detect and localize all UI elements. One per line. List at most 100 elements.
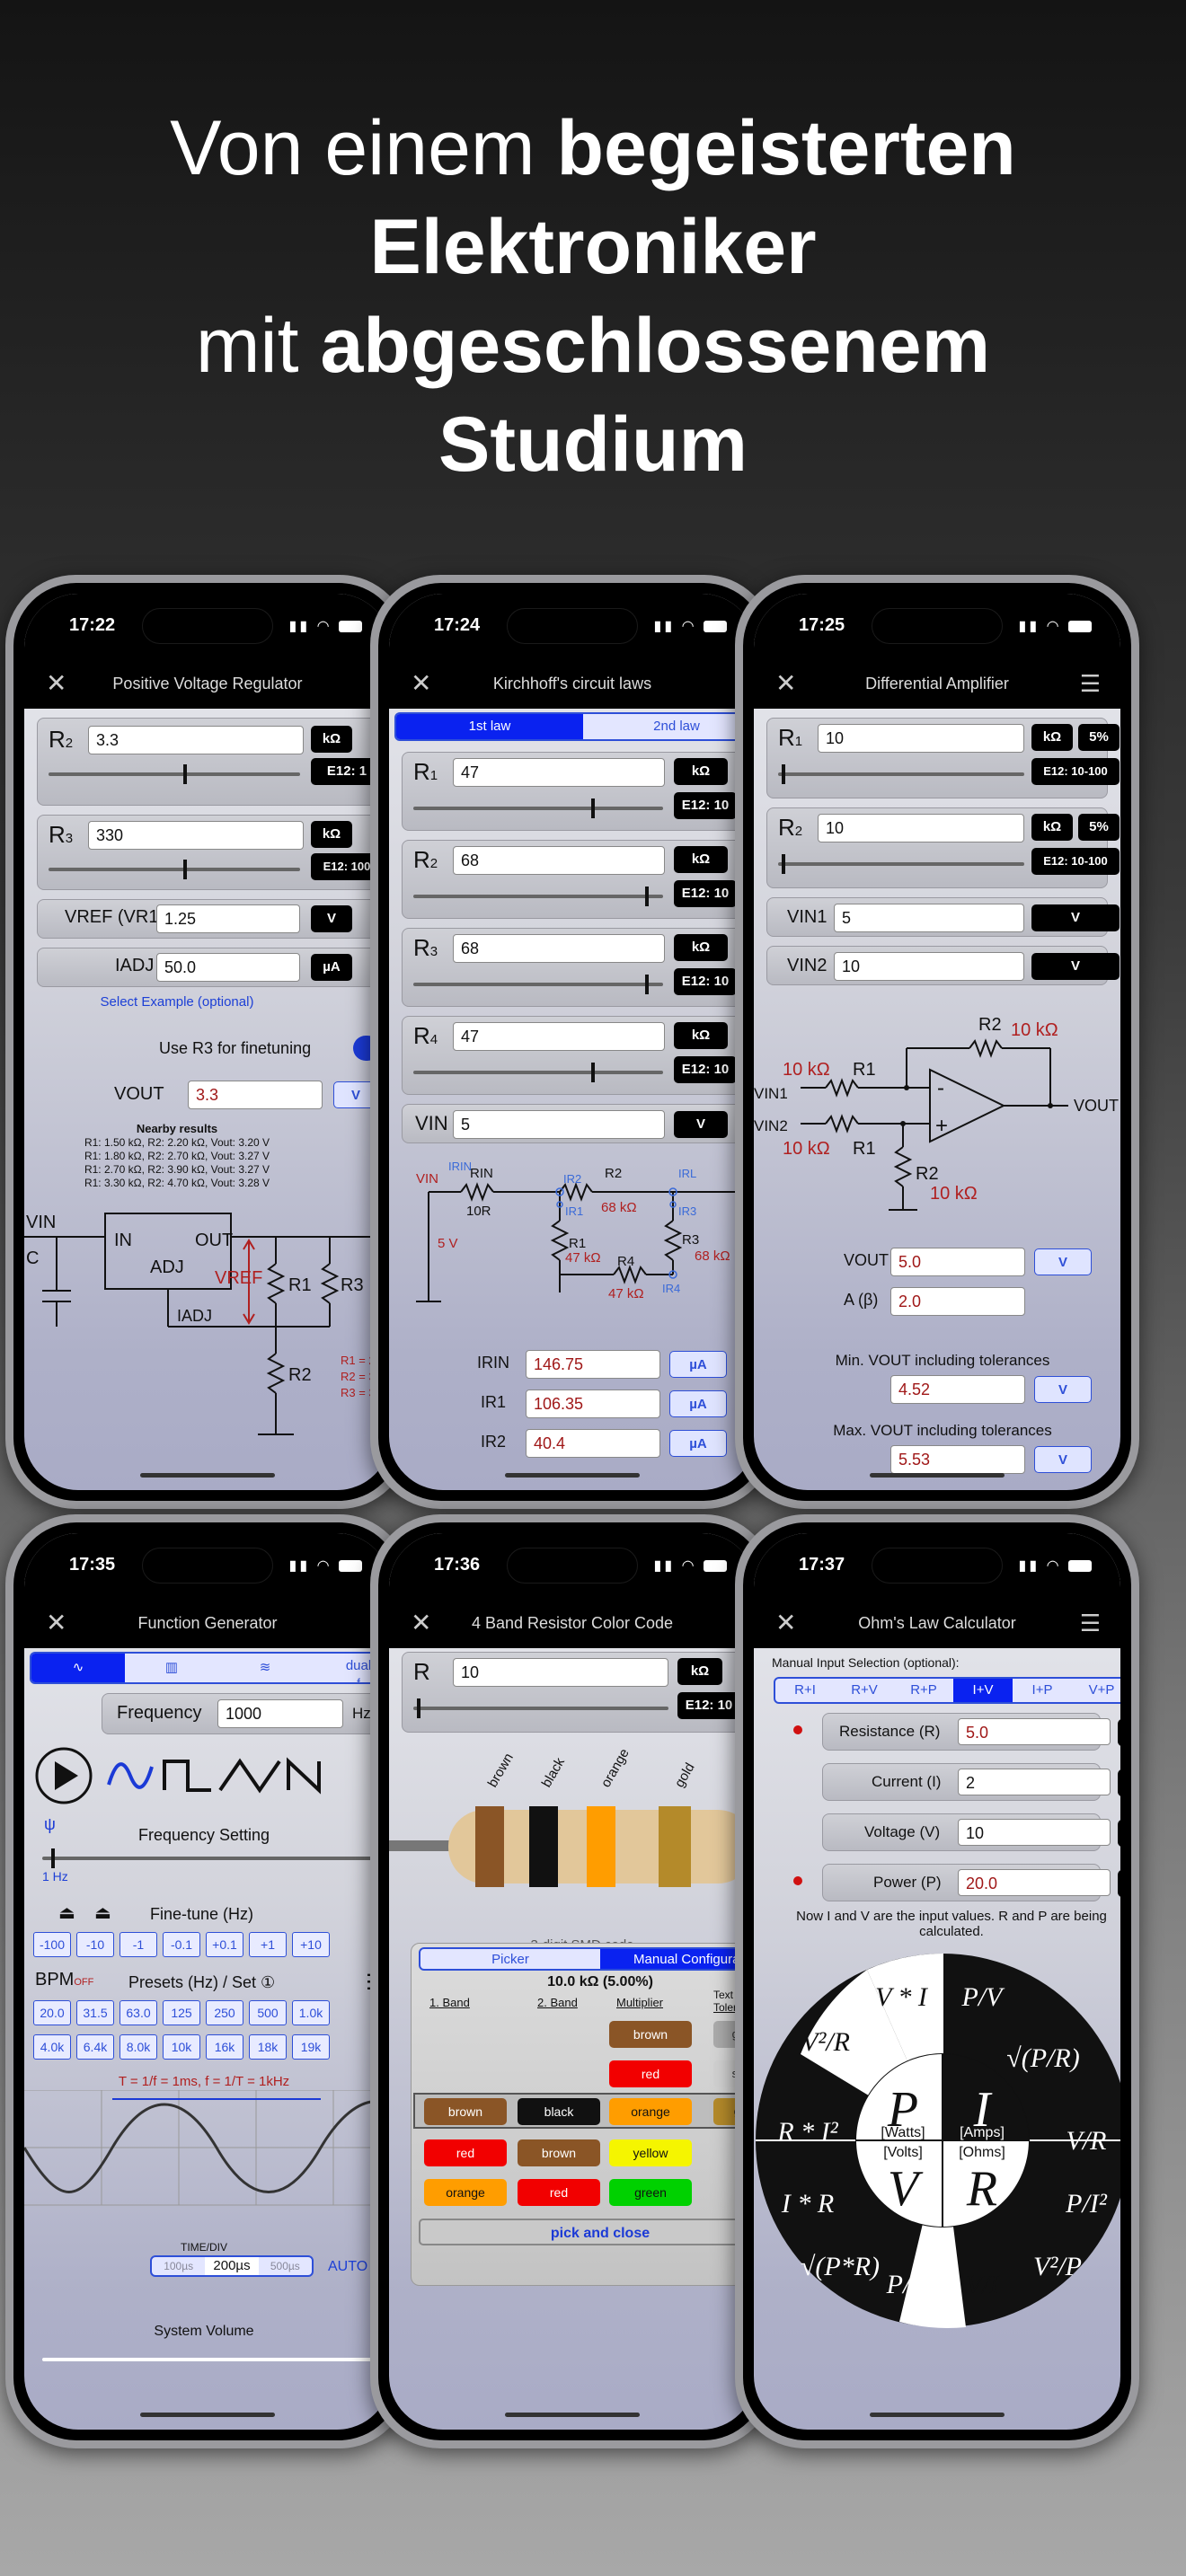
r3-unit-button[interactable]: kΩ	[674, 934, 728, 961]
close-icon[interactable]: ✕	[411, 1609, 432, 1636]
close-icon[interactable]: ✕	[411, 669, 432, 697]
sawtooth-wave-icon[interactable]	[287, 1757, 321, 1795]
triangle-wave-icon[interactable]	[218, 1758, 281, 1794]
r1-input[interactable]: 10	[818, 724, 1024, 753]
preset-button[interactable]: 125	[163, 2000, 200, 2025]
preset-button[interactable]: 18k	[249, 2034, 287, 2060]
close-icon[interactable]: ✕	[775, 1609, 797, 1636]
r2-input[interactable]: 3.3	[88, 726, 304, 754]
preset-button[interactable]: 500	[249, 2000, 287, 2025]
bpm-toggle[interactable]: BPMOFF	[35, 1970, 94, 1989]
tab-i-p[interactable]: I+P	[1031, 1682, 1053, 1698]
menu-icon[interactable]: ☰	[1079, 1610, 1101, 1636]
tab-noise-icon[interactable]: ≋	[259, 1660, 271, 1675]
band-option[interactable]: orange	[424, 2179, 507, 2206]
band-2-selected[interactable]: black	[518, 2098, 600, 2125]
power-unit-button[interactable]: W	[1118, 1870, 1120, 1897]
multiplier-option[interactable]: green	[609, 2179, 692, 2206]
close-icon[interactable]: ✕	[775, 669, 797, 697]
preset-button[interactable]: 19k	[292, 2034, 330, 2060]
timediv-option[interactable]: 500µs	[270, 2260, 300, 2272]
tab-2nd-law[interactable]: 2nd law	[653, 719, 700, 734]
iadj-unit-button[interactable]: µA	[311, 954, 352, 981]
r2-series-button[interactable]: E12: 10	[674, 880, 737, 907]
vin1-input[interactable]: 5	[834, 904, 1024, 932]
r1-tolerance-button[interactable]: 5%	[1078, 724, 1120, 751]
r2-input[interactable]: 10	[818, 814, 1024, 842]
r1-slider[interactable]	[413, 798, 663, 818]
multiplier-option[interactable]: red	[609, 2060, 692, 2087]
finetune-button[interactable]: -100	[33, 1932, 71, 1957]
r2-unit-button[interactable]: kΩ	[1031, 814, 1073, 841]
r1-series-button[interactable]: E12: 10	[674, 792, 737, 819]
finetune-button[interactable]: -10	[76, 1932, 114, 1957]
square-wave-icon[interactable]	[163, 1760, 211, 1792]
play-icon[interactable]	[35, 1747, 93, 1804]
vref-unit-button[interactable]: V	[311, 905, 352, 932]
iadj-input[interactable]: 50.0	[156, 953, 300, 982]
r2-slider[interactable]	[778, 854, 1024, 874]
vin-unit-button[interactable]: V	[674, 1111, 728, 1138]
sine-wave-icon[interactable]	[107, 1762, 154, 1789]
upload-icon[interactable]: ⏏	[94, 1903, 111, 1923]
frequency-slider[interactable]	[42, 1848, 391, 1868]
tab-r-p[interactable]: R+P	[910, 1682, 937, 1698]
r3-slider[interactable]	[49, 860, 300, 879]
menu-icon[interactable]: ☰	[1079, 670, 1101, 697]
tab-single-wave-icon[interactable]: ∿	[31, 1654, 125, 1682]
preset-button[interactable]: 8.0k	[119, 2034, 157, 2060]
voltage-input[interactable]: 10	[958, 1819, 1111, 1846]
r2-unit-button[interactable]: kΩ	[311, 726, 352, 753]
finetune-button[interactable]: +10	[292, 1932, 330, 1957]
close-icon[interactable]: ✕	[46, 1609, 67, 1636]
current-unit-button[interactable]: A	[1118, 1769, 1120, 1796]
tab-sweep-icon[interactable]: ▥	[164, 1660, 179, 1675]
result-unit-button[interactable]: µA	[669, 1430, 727, 1457]
vout-unit-button[interactable]: V	[1034, 1248, 1092, 1275]
vin1-unit-button[interactable]: V	[1031, 904, 1120, 931]
r3-input[interactable]: 330	[88, 821, 304, 850]
r4-slider[interactable]	[413, 1063, 663, 1082]
pick-and-close-button[interactable]: pick and close	[419, 2219, 756, 2245]
band-option[interactable]: brown	[518, 2139, 600, 2166]
vin2-input[interactable]: 10	[834, 952, 1024, 981]
preset-button[interactable]: 20.0	[33, 2000, 71, 2025]
preset-button[interactable]: 31.5	[76, 2000, 114, 2025]
vref-input[interactable]: 1.25	[156, 904, 300, 933]
timediv-option[interactable]: 100µs	[164, 2260, 194, 2272]
finetune-button[interactable]: +0.1	[206, 1932, 243, 1957]
auto-button[interactable]: AUTO	[328, 2259, 368, 2274]
r2-input[interactable]: 68	[453, 846, 665, 875]
r2-tolerance-button[interactable]: 5%	[1078, 814, 1120, 841]
r2-slider[interactable]	[49, 764, 300, 784]
r-input[interactable]: 10	[453, 1658, 668, 1687]
r3-series-button[interactable]: E12: 10	[674, 968, 737, 995]
result-unit-button[interactable]: µA	[669, 1351, 727, 1378]
r-slider[interactable]	[413, 1698, 668, 1718]
result-unit-button[interactable]: µA	[669, 1390, 727, 1417]
tab-manual-config[interactable]: Manual Configurati	[600, 1949, 756, 1969]
r2-unit-button[interactable]: kΩ	[674, 846, 728, 873]
r4-unit-button[interactable]: kΩ	[674, 1022, 728, 1049]
r2-series-button[interactable]: E12: 10-100	[1031, 848, 1120, 875]
r2-slider[interactable]	[413, 887, 663, 906]
system-volume-slider[interactable]	[42, 2358, 391, 2361]
tab-v-p[interactable]: V+P	[1088, 1682, 1115, 1698]
r1-series-button[interactable]: E12: 10-100	[1031, 758, 1120, 785]
select-example-link[interactable]: Select Example (optional)	[100, 994, 254, 1010]
finetune-button[interactable]: -1	[119, 1932, 157, 1957]
timediv-option[interactable]: 200µs	[205, 2257, 259, 2275]
r1-unit-button[interactable]: kΩ	[674, 758, 728, 785]
voltage-unit-button[interactable]: V	[1118, 1820, 1120, 1847]
r1-input[interactable]: 47	[453, 758, 665, 787]
vin2-unit-button[interactable]: V	[1031, 953, 1120, 980]
preset-button[interactable]: 4.0k	[33, 2034, 71, 2060]
r4-series-button[interactable]: E12: 10	[674, 1056, 737, 1083]
r3-unit-button[interactable]: kΩ	[311, 821, 352, 848]
tab-i-v[interactable]: I+V	[953, 1679, 1013, 1702]
r1-unit-button[interactable]: kΩ	[1031, 724, 1073, 751]
preset-button[interactable]: 1.0k	[292, 2000, 330, 2025]
tab-r-v[interactable]: R+V	[851, 1682, 878, 1698]
tab-1st-law[interactable]: 1st law	[396, 714, 583, 739]
